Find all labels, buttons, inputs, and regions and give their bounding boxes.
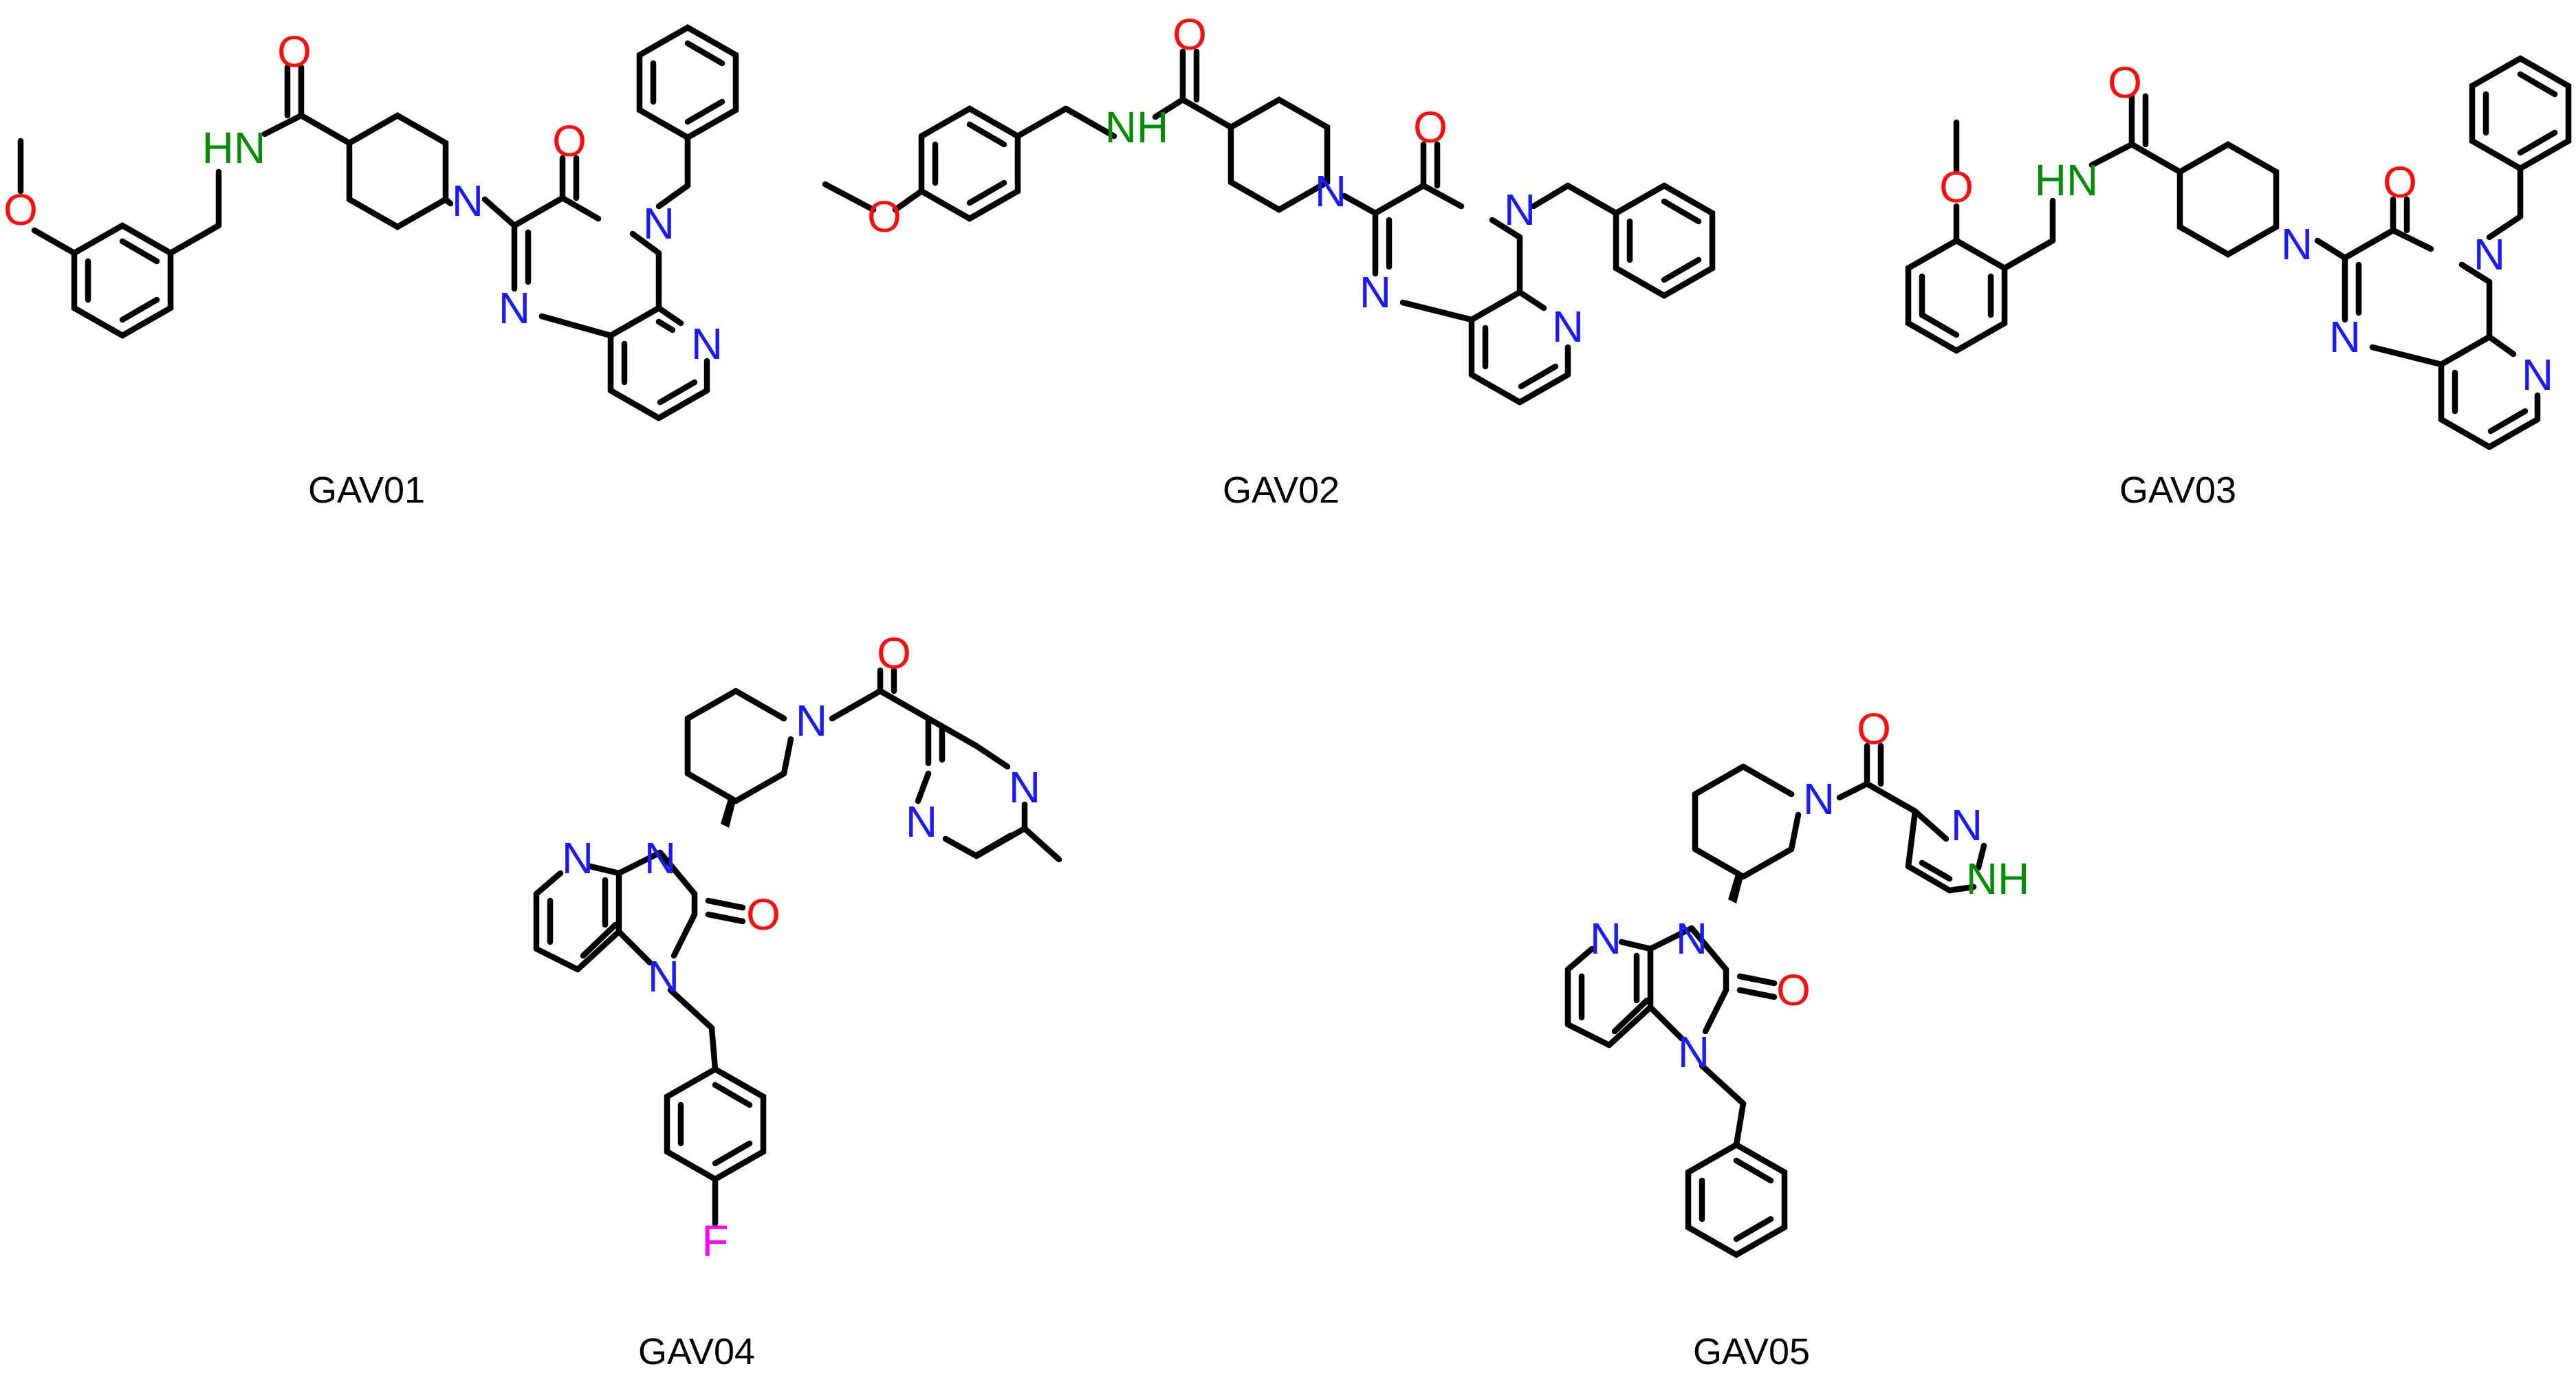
- gav04-bonds: [533, 667, 1062, 1227]
- oxygen-label: O: [1413, 102, 1448, 152]
- molecule-gav05: O N N NH N N O N GAV05: [1564, 704, 2029, 1372]
- gav03-atoms: O HN O N O N N N: [1939, 58, 2553, 399]
- molecule-gav01: O HN O N O N N N GAV01: [3, 24, 739, 511]
- gav04-atoms: O N N N N N O N F: [562, 628, 1040, 1266]
- nitrogen-label: N: [1360, 267, 1391, 317]
- oxygen-label: O: [2108, 58, 2142, 107]
- compound-label: GAV03: [2119, 470, 2236, 511]
- fluorine-label: F: [701, 1216, 728, 1266]
- gav05-bonds: [1564, 743, 1987, 1258]
- nitrogen-label: N: [1951, 800, 1983, 850]
- nitrogen-label: N: [691, 319, 723, 369]
- compound-label: GAV02: [1223, 470, 1340, 511]
- oxygen-label: O: [867, 192, 902, 241]
- compound-label: GAV01: [308, 470, 425, 511]
- nitrogen-label: N: [2329, 312, 2361, 362]
- nitrogen-label: N: [1803, 774, 1835, 824]
- oxygen-label: O: [3, 185, 38, 234]
- nitrogen-label: HN: [2035, 155, 2098, 205]
- nitrogen-label: NH: [1105, 102, 1168, 152]
- nitrogen-label: N: [648, 952, 679, 1001]
- nitrogen-label: N: [2281, 219, 2313, 269]
- oxygen-label: O: [1776, 965, 1811, 1015]
- molecule-gav03: O HN O N O N N N GAV03: [1905, 55, 2572, 511]
- nitrogen-label: N: [1504, 185, 1536, 234]
- oxygen-label: O: [552, 116, 587, 166]
- nitrogen-label: N: [644, 833, 676, 883]
- nitrogen-label: N: [1009, 763, 1040, 812]
- nitrogen-label: N: [1590, 914, 1622, 963]
- nitrogen-label: N: [1552, 302, 1584, 351]
- oxygen-label: O: [746, 890, 781, 939]
- nitrogen-label: N: [452, 176, 483, 226]
- gav01-atoms: O HN O N O N N N: [3, 27, 723, 369]
- compound-label: GAV04: [638, 1331, 755, 1372]
- nitrogen-label: N: [1678, 1027, 1710, 1077]
- oxygen-label: O: [1857, 704, 1891, 754]
- gav02-atoms: O NH O N O N N N: [867, 10, 1584, 351]
- compound-label: GAV05: [1693, 1331, 1810, 1372]
- nitrogen-label: N: [1315, 166, 1346, 216]
- nitrogen-label: N: [643, 199, 675, 248]
- gav02-bonds: [822, 48, 1716, 406]
- nitrogen-label: NH: [1966, 854, 2029, 903]
- nitrogen-label: HN: [202, 123, 265, 173]
- nitrogen-label: N: [1676, 914, 1707, 963]
- nitrogen-label: N: [796, 696, 827, 745]
- gav01-bonds: [17, 24, 739, 421]
- gav05-atoms: O N N NH N N O N: [1590, 704, 2029, 1077]
- nitrogen-label: N: [499, 283, 530, 333]
- molecule-gav02: O NH O N O N N N GAV02: [822, 10, 1716, 511]
- oxygen-label: O: [877, 628, 911, 678]
- oxygen-label: O: [1939, 162, 1974, 212]
- nitrogen-label: N: [906, 797, 937, 846]
- nitrogen-label: N: [562, 833, 593, 883]
- nitrogen-label: N: [2522, 350, 2553, 399]
- nitrogen-label: N: [2474, 230, 2505, 279]
- molecule-gav04: O N N N N N O N F GAV04: [533, 628, 1062, 1372]
- gav03-bonds: [1905, 55, 2572, 450]
- oxygen-label: O: [277, 27, 312, 76]
- oxygen-label: O: [2383, 157, 2417, 207]
- oxygen-label: O: [1172, 10, 1207, 59]
